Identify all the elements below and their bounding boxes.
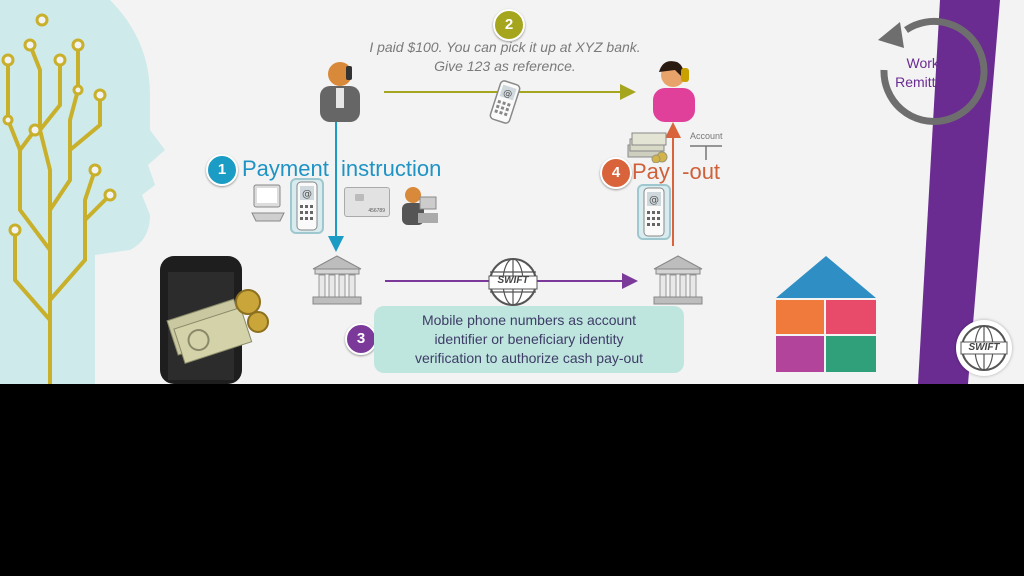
- title-line-2: Remittances: [895, 74, 973, 90]
- house-blocks-icon: [776, 256, 876, 372]
- step-1-badge: 1: [206, 154, 238, 186]
- cash-stack-icon: [627, 132, 668, 163]
- bank-card-icon: 456789: [344, 187, 390, 217]
- highlighted-phone-icon: @: [290, 178, 324, 234]
- sender-bank-icon: [312, 255, 362, 305]
- smartphone-with-money-icon: [160, 256, 269, 384]
- pay-out-label: Pay -out: [632, 159, 721, 184]
- teller-icon: [402, 187, 438, 225]
- swift-corner-label: SWIFT: [968, 342, 1000, 353]
- sender-message-line-1: I paid $100. You can pick it up at XYZ b…: [369, 39, 641, 55]
- account-label: Account: [690, 131, 723, 141]
- svg-text:@: @: [502, 88, 514, 100]
- info-line-1: Mobile phone numbers as account: [421, 312, 636, 328]
- step-2-badge: 2: [493, 9, 525, 41]
- step-3-badge: 3: [345, 323, 377, 355]
- swift-label: SWIFT: [497, 275, 529, 286]
- cycle-arrow: [880, 17, 988, 125]
- payout-phone-icon: @: [637, 184, 671, 240]
- mobile-phone-icon: @: [489, 80, 521, 124]
- swift-corner-logo: SWIFT: [956, 320, 1012, 376]
- step-4-badge: 4: [600, 157, 632, 189]
- mobile-identifier-info-box: Mobile phone numbers as account identifi…: [374, 306, 684, 373]
- letterbox-bar: [0, 384, 1024, 576]
- svg-text:@: @: [649, 195, 659, 206]
- info-line-3: verification to authorize cash pay-out: [414, 350, 643, 366]
- sender-message: I paid $100. You can pick it up at XYZ b…: [330, 38, 680, 76]
- swift-network-logo: SWIFT: [487, 256, 539, 308]
- circuit-nodes: [1, 13, 117, 237]
- computer-icon: [251, 184, 285, 222]
- svg-text:@: @: [302, 189, 312, 200]
- head-silhouette: [0, 0, 165, 384]
- background-layer: [0, 0, 1000, 384]
- sender-person-icon: [320, 62, 360, 122]
- title-line-1: Workers’: [906, 55, 962, 71]
- sender-message-line-2: Give 123 as reference.: [434, 58, 576, 74]
- account-bracket: [690, 145, 722, 160]
- receiver-bank-icon: [653, 255, 703, 305]
- slide: @ @ 456789 @: [0, 0, 1024, 384]
- receiver-person-icon: [653, 61, 695, 122]
- info-line-2: identifier or beneficiary identity: [434, 331, 624, 347]
- card-number: 456789: [368, 208, 385, 214]
- workers-remittances-title: Workers’ Remittances: [884, 54, 984, 92]
- payment-instruction-label: Payment instruction: [242, 156, 442, 181]
